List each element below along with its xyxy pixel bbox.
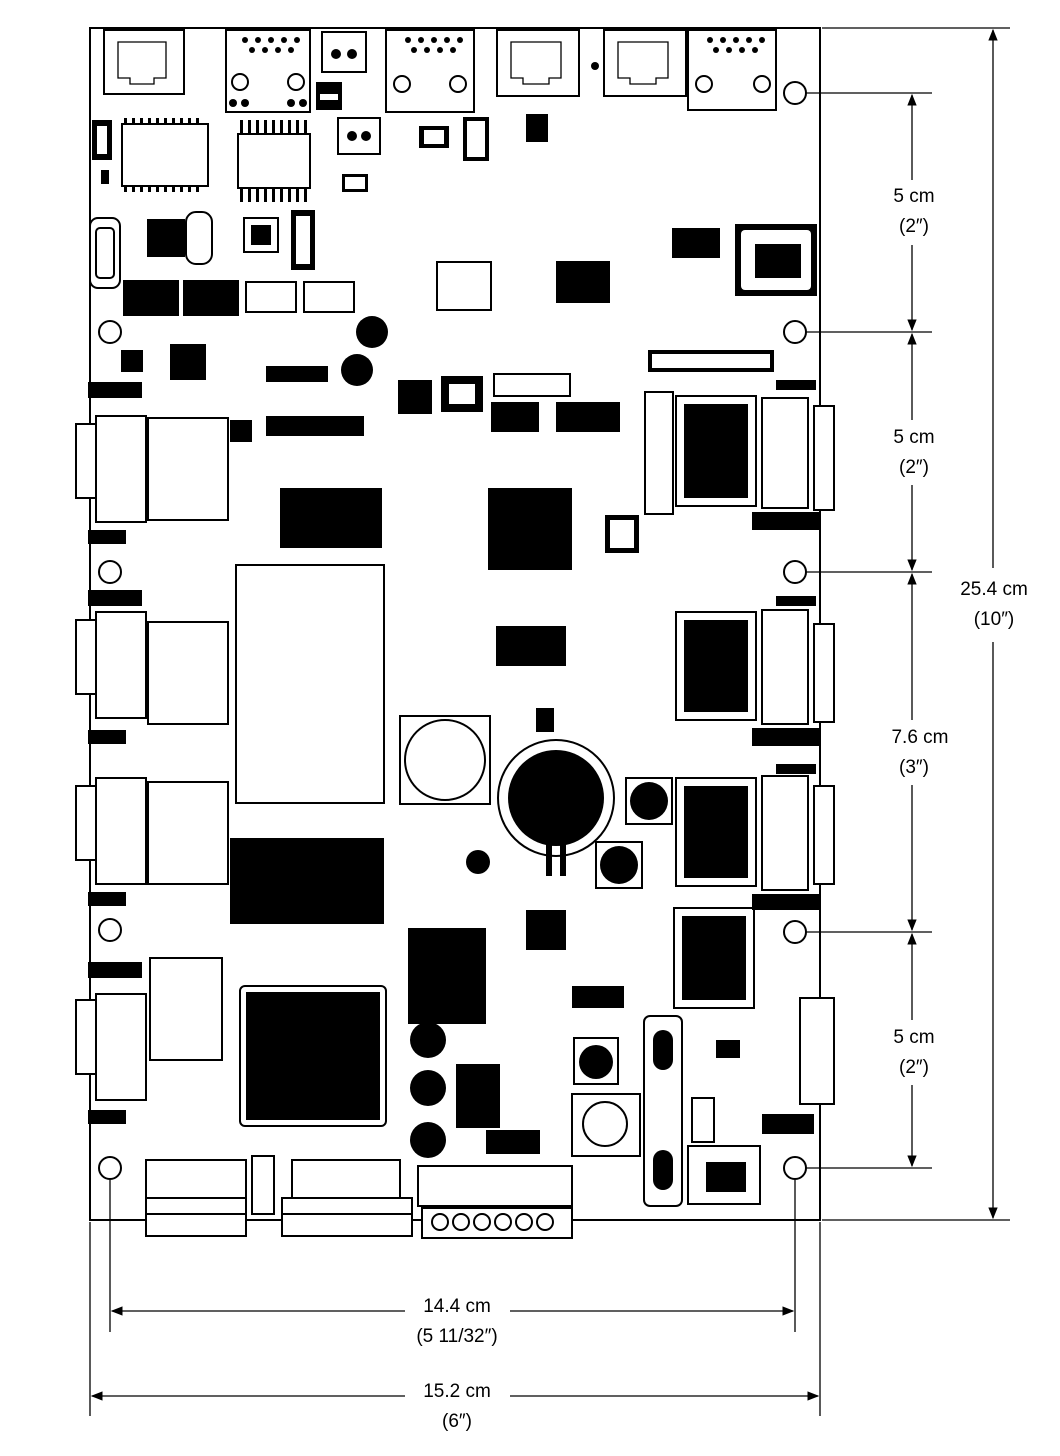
seg-1-imperial-label: (2″) (899, 216, 929, 237)
top-connectors (103, 29, 777, 113)
dimension-labels: 5 cm (2″) 5 cm (2″) 7.6 cm (3″) 5 cm (2″… (416, 186, 1027, 1432)
seg-1-metric-label: 5 cm (893, 186, 934, 207)
upper-components (89, 114, 817, 570)
overall-width-metric-label: 15.2 cm (423, 1381, 491, 1402)
seg-4-imperial-label: (2″) (899, 1057, 929, 1078)
hole-spacing-imperial-label: (5 11/32″) (416, 1326, 497, 1347)
bottom-dimension-lines (89, 1180, 821, 1416)
seg-4-metric-label: 5 cm (893, 1027, 934, 1048)
overall-height-imperial-label: (10″) (974, 609, 1015, 630)
right-terminal-blocks (673, 380, 835, 1134)
overall-height-metric-label: 25.4 cm (960, 579, 1028, 600)
left-terminal-blocks (75, 382, 229, 1124)
hole-spacing-metric-label: 14.4 cm (423, 1296, 491, 1317)
seg-2-imperial-label: (2″) (899, 457, 929, 478)
overall-width-imperial-label: (6″) (442, 1411, 472, 1432)
right-dimension-lines (806, 27, 1010, 1221)
seg-3-metric-label: 7.6 cm (891, 727, 948, 748)
bottom-connectors (145, 1155, 573, 1239)
center-components (230, 564, 761, 1207)
seg-2-metric-label: 5 cm (893, 427, 934, 448)
seg-3-imperial-label: (3″) (899, 757, 929, 778)
